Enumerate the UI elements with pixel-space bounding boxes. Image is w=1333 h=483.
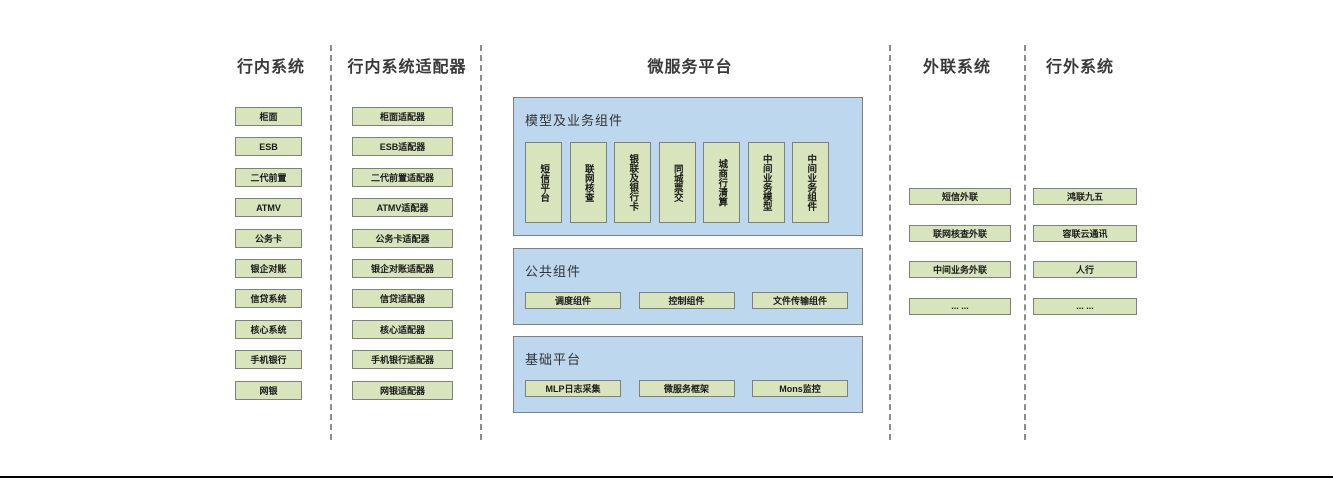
- panel-model-components: 模型及业务组件 短信平台 联网核查 银联及银行卡 同城票交 城商行清算 中间业务…: [513, 97, 863, 236]
- model-component-box: 银联及银行卡: [614, 142, 651, 223]
- outbound-box: ... ...: [909, 297, 1011, 315]
- external-box: ... ...: [1033, 297, 1137, 315]
- adapter-box: 手机银行适配器: [352, 350, 453, 370]
- model-component-box: 同城票交: [658, 142, 696, 223]
- model-components-row: 短信平台 联网核查 银联及银行卡 同城票交 城商行清算 中间业务模型 中间业务组…: [525, 142, 862, 223]
- system-box: 信贷系统: [235, 289, 302, 309]
- base-platform-box: 微服务框架: [638, 380, 735, 397]
- inbank-systems-list: 柜面 ESB 二代前置 ATMV 公务卡 银企对账 信贷系统 核心系统 手机银行…: [235, 107, 302, 400]
- common-component-box: 控制组件: [638, 292, 735, 309]
- model-component-box: 联网核查: [569, 142, 607, 223]
- common-components-row: 调度组件 控制组件 文件传输组件: [525, 292, 862, 309]
- adapter-box: ATMV适配器: [352, 198, 453, 218]
- column-header-platform: 微服务平台: [647, 59, 733, 76]
- adapters-list: 柜面适配器 ESB适配器 二代前置适配器 ATMV适配器 公务卡适配器 银企对账…: [352, 107, 453, 400]
- adapter-box: 网银适配器: [352, 380, 453, 400]
- base-platform-row: MLP日志采集 微服务框架 Mons监控: [525, 380, 862, 397]
- column-header-outbound: 外联系统: [922, 59, 991, 76]
- adapter-box: 公务卡适配器: [352, 228, 453, 248]
- column-divider: [330, 45, 332, 440]
- external-systems-list: 鸿联九五 容联云通讯 人行 ... ...: [1033, 188, 1137, 315]
- outbound-box: 短信外联: [909, 188, 1011, 205]
- external-box: 鸿联九五: [1033, 188, 1137, 205]
- adapter-box: 柜面适配器: [352, 107, 453, 126]
- base-platform-box: Mons监控: [752, 380, 848, 397]
- panel-base-platform: 基础平台 MLP日志采集 微服务框架 Mons监控: [513, 336, 863, 413]
- external-box: 容联云通讯: [1033, 224, 1137, 242]
- column-divider: [480, 45, 482, 440]
- system-box: ESB: [235, 137, 302, 157]
- column-header-adapters: 行内系统适配器: [347, 59, 467, 76]
- common-component-box: 调度组件: [525, 292, 621, 309]
- outbound-box: 中间业务外联: [909, 261, 1011, 278]
- column-header-external: 行外系统: [1045, 59, 1114, 76]
- model-component-box: 城商行清算: [703, 142, 740, 223]
- system-box: 二代前置: [235, 167, 302, 187]
- system-box: 网银: [235, 380, 302, 400]
- adapter-box: 核心适配器: [352, 319, 453, 339]
- panel-title: 公共组件: [525, 264, 582, 279]
- column-header-inbank: 行内系统: [236, 59, 305, 76]
- panel-common-components: 公共组件 调度组件 控制组件 文件传输组件: [513, 248, 863, 325]
- panel-title: 基础平台: [525, 352, 582, 367]
- external-box: 人行: [1033, 261, 1137, 278]
- panel-title: 模型及业务组件: [525, 113, 624, 128]
- adapter-box: 二代前置适配器: [352, 167, 453, 187]
- column-divider: [889, 45, 891, 440]
- adapter-box: ESB适配器: [352, 137, 453, 157]
- model-component-box: 中间业务组件: [792, 142, 829, 223]
- system-box: 银企对账: [235, 258, 302, 278]
- system-box: 手机银行: [235, 350, 302, 370]
- system-box: 公务卡: [235, 228, 302, 248]
- system-box: 柜面: [235, 107, 302, 126]
- column-divider: [1024, 45, 1026, 440]
- system-box: ATMV: [235, 198, 302, 218]
- outbound-systems-list: 短信外联 联网核查外联 中间业务外联 ... ...: [909, 188, 1011, 315]
- base-platform-box: MLP日志采集: [525, 380, 621, 397]
- outbound-box: 联网核查外联: [909, 224, 1011, 242]
- system-box: 核心系统: [235, 319, 302, 339]
- adapter-box: 银企对账适配器: [352, 258, 453, 278]
- model-component-box: 中间业务模型: [747, 142, 785, 223]
- common-component-box: 文件传输组件: [752, 292, 848, 309]
- model-component-box: 短信平台: [525, 142, 562, 223]
- bottom-border-line: [0, 476, 1333, 478]
- adapter-box: 信贷适配器: [352, 289, 453, 309]
